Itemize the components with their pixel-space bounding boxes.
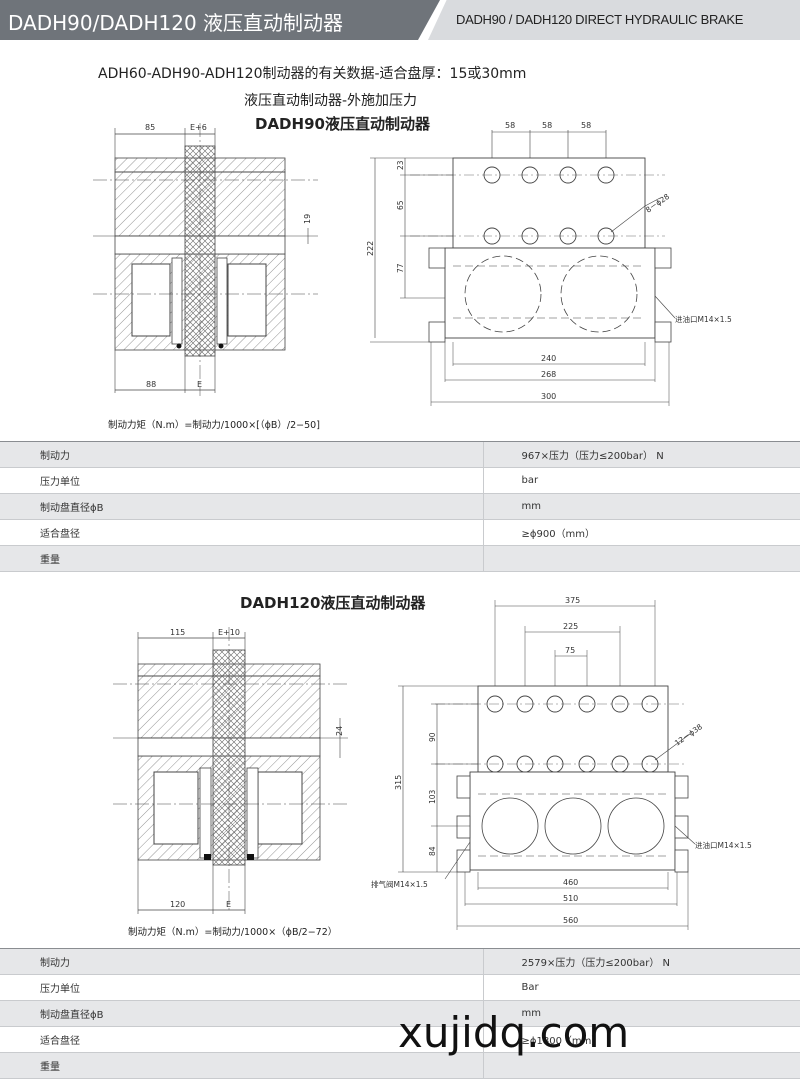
- section2-title: DADH120液压直动制动器: [240, 594, 426, 612]
- dim-19: 19: [303, 214, 312, 224]
- spec-label: 适合盘径: [0, 1026, 483, 1053]
- dim-300: 300: [541, 392, 556, 401]
- header-title-block: DADH90/DADH120 液压直动制动器: [0, 0, 440, 40]
- dim-222: 222: [366, 241, 375, 256]
- table-row: 适合盘径≥ϕ1800（mm）: [0, 1026, 800, 1053]
- dim-e-2: E: [226, 900, 231, 909]
- dadh90-section-drawing: 85 E+6 19 88 E: [93, 123, 318, 396]
- spec-value: ≥ϕ1800（mm）: [482, 1026, 800, 1053]
- spec-label: 重量: [0, 1052, 483, 1079]
- dim-560: 560: [563, 916, 578, 925]
- table-row: 重量: [0, 1052, 800, 1079]
- spec-label: 压力单位: [0, 974, 483, 1001]
- intro-line-2: 液压直动制动器-外施加压力: [244, 93, 418, 109]
- hole-spec-2: 12－ϕ38: [673, 722, 704, 748]
- section1-title: DADH90液压直动制动器: [255, 115, 430, 133]
- dim-460: 460: [563, 878, 578, 887]
- spec-value: 967×压力（压力≤200bar） N: [482, 441, 800, 468]
- dim-85: 85: [145, 123, 155, 132]
- dim-84: 84: [428, 846, 437, 856]
- page-header: DADH90/DADH120 液压直动制动器 DADH90 / DADH120 …: [0, 0, 800, 40]
- dim-75: 75: [565, 646, 575, 655]
- dim-103: 103: [428, 789, 437, 804]
- header-title-en: DADH90 / DADH120 DIRECT HYDRAULIC BRAKE: [456, 12, 744, 27]
- dim-510: 510: [563, 894, 578, 903]
- spec-value: mm: [482, 493, 800, 520]
- dim-58-a: 58: [505, 121, 515, 130]
- table-row: 适合盘径≥ϕ900（mm）: [0, 519, 800, 546]
- inlet-label-2: 进油口M14×1.5: [695, 840, 752, 850]
- inlet-label: 进油口M14×1.5: [675, 314, 732, 324]
- table-row: 重量: [0, 545, 800, 572]
- dadh120-front-view: 375 225 75 12－ϕ38 进油口M14×1.5 排气阀M14×1.5 …: [371, 596, 752, 930]
- dim-e: E: [197, 380, 202, 389]
- spec-value: ≥ϕ900（mm）: [482, 519, 800, 546]
- spec-label: 制动力: [0, 948, 483, 975]
- spec-label: 制动力: [0, 441, 483, 468]
- spec-label: 制动盘直径ϕB: [0, 1000, 483, 1027]
- dim-315: 315: [394, 775, 403, 790]
- dim-e6: E+6: [190, 123, 207, 132]
- dim-115: 115: [170, 628, 185, 637]
- dim-58-b: 58: [542, 121, 552, 130]
- spec-label: 压力单位: [0, 467, 483, 494]
- dim-240: 240: [541, 354, 556, 363]
- dim-65: 65: [396, 200, 405, 210]
- header-subtitle-block: DADH90 / DADH120 DIRECT HYDRAULIC BRAKE: [428, 0, 800, 40]
- dim-58-c: 58: [581, 121, 591, 130]
- dim-88: 88: [146, 380, 156, 389]
- intro-line-1: ADH60-ADH90-ADH120制动器的有关数据-适合盘厚：15或30mm: [98, 66, 527, 82]
- spec-value: bar: [482, 467, 800, 494]
- spec-value: 2579×压力（压力≤200bar） N: [482, 948, 800, 975]
- hole-spec: 8－ϕ28: [644, 192, 671, 215]
- section1-torque-formula: 制动力矩（N.m）=制动力/1000×[（ϕB）/2−50]: [108, 420, 320, 431]
- dim-375: 375: [565, 596, 580, 605]
- vent-label: 排气阀M14×1.5: [371, 879, 428, 889]
- spec-label: 适合盘径: [0, 519, 483, 546]
- spec-value: Bar: [482, 974, 800, 1001]
- header-title-cn: DADH90/DADH120 液压直动制动器: [8, 11, 344, 35]
- dadh120-section-drawing: 115 E+10 24 120 E: [113, 627, 348, 914]
- dim-225: 225: [563, 622, 578, 631]
- dim-24: 24: [335, 726, 344, 736]
- spec-value: [482, 1052, 800, 1079]
- spec-label: 重量: [0, 545, 483, 572]
- spec-label: 制动盘直径ϕB: [0, 493, 483, 520]
- dim-120: 120: [170, 900, 185, 909]
- watermark-text: xujidq.com: [398, 1008, 630, 1057]
- dim-268: 268: [541, 370, 556, 379]
- section2-torque-formula: 制动力矩（N.m）=制动力/1000×（ϕB/2−72）: [128, 927, 338, 938]
- dim-90: 90: [428, 732, 437, 742]
- dadh90-front-view: 58 58 58 8－ϕ28 进油口M14×1.5 23 65 77 222 2…: [366, 121, 732, 406]
- dim-77: 77: [396, 263, 405, 273]
- spec-value: mm: [482, 1000, 800, 1027]
- dim-23: 23: [396, 160, 405, 170]
- spec-value: [482, 545, 800, 572]
